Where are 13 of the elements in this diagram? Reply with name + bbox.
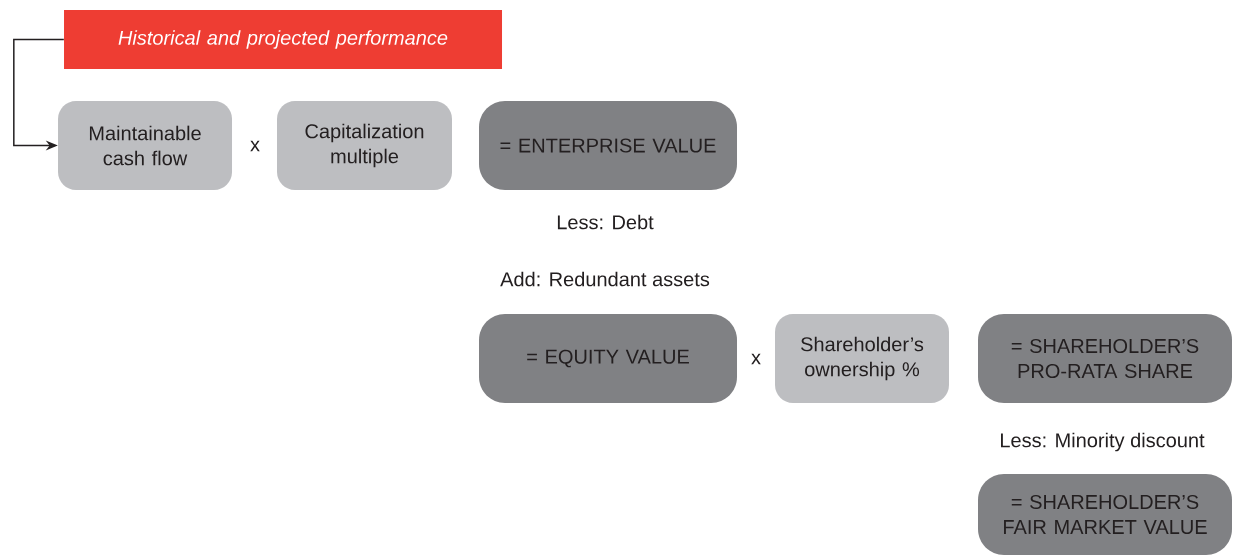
- factor-box: Maintainable cash flow: [58, 101, 232, 190]
- note-text: Add: Redundant assets: [500, 271, 710, 287]
- result-box: = EQUITY VALUE: [479, 314, 737, 403]
- result-box: = SHAREHOLDER’S FAIR MARKET VALUE: [978, 474, 1232, 555]
- banner-box: Historical and projected performance: [64, 10, 502, 69]
- result-box: = ENTERPRISE VALUE: [479, 101, 737, 190]
- factor-box: Capitalization multiple: [277, 101, 452, 190]
- note-text: Less: Minority discount: [1001, 432, 1205, 452]
- result-box: = SHAREHOLDER’S PRO-RATA SHARE: [978, 314, 1232, 403]
- note-text: Less: Debt: [557, 214, 654, 230]
- note-text: x: [751, 353, 761, 365]
- factor-box: Shareholder’s ownership %: [775, 314, 949, 403]
- note-text: x: [250, 140, 260, 152]
